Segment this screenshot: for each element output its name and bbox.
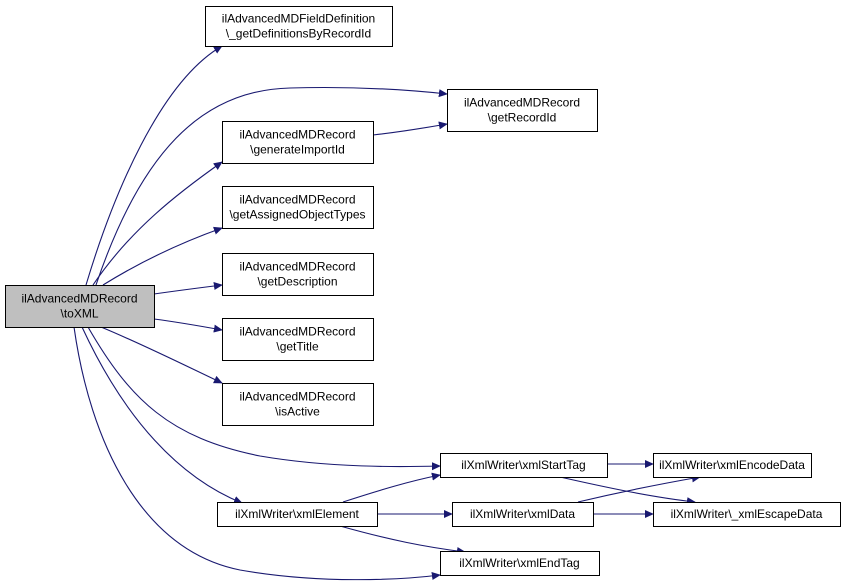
edge-starttag-to-escape [559, 476, 696, 506]
node-label-line: \generateImportId [250, 143, 345, 157]
node-genimport[interactable]: ilAdvancedMDRecord\generateImportId [222, 121, 374, 164]
node-element[interactable]: ilXmlWriter\xmlElement [217, 502, 378, 527]
node-label-line: ilAdvancedMDRecord [239, 128, 355, 142]
node-encode[interactable]: ilXmlWriter\xmlEncodeData [653, 453, 812, 478]
edge-toxml-to-element [81, 326, 243, 504]
edge-toxml-to-endtag [73, 326, 441, 581]
edge-toxml-to-getdefs [85, 45, 223, 286]
node-label-line: ilAdvancedMDRecord [464, 96, 580, 110]
edge-toxml-to-getassigned [102, 226, 223, 286]
node-box [653, 502, 841, 527]
node-escape[interactable]: ilXmlWriter\_xmlEscapeData [653, 502, 841, 527]
node-label-line: ilAdvancedMDRecord [239, 260, 355, 274]
edge-xmldata-to-encode [577, 474, 701, 503]
node-label-line: ilXmlWriter\xmlEndTag [459, 556, 579, 570]
node-label-line: ilXmlWriter\xmlStartTag [461, 458, 585, 472]
node-box [217, 502, 378, 527]
edge-element-to-endtag [339, 525, 466, 556]
edge-toxml-to-gettitle [153, 318, 223, 333]
node-getdesc[interactable]: ilAdvancedMDRecord\getDescription [222, 253, 374, 296]
edge-toxml-to-starttag [87, 326, 441, 471]
node-box [205, 6, 393, 47]
node-label-line: ilAdvancedMDRecord [239, 390, 355, 404]
node-box [447, 89, 598, 132]
node-label-line: ilXmlWriter\xmlEncodeData [659, 458, 805, 472]
node-label-line: \getDescription [257, 275, 337, 289]
node-box [222, 186, 374, 229]
edge-toxml-to-genimport [92, 161, 223, 286]
node-label-line: \getRecordId [488, 111, 557, 125]
node-label-line: ilAdvancedMDRecord [239, 325, 355, 339]
node-label-line: ilXmlWriter\xmlData [470, 507, 575, 521]
node-label-line: \_getDefinitionsByRecordId [226, 27, 371, 41]
node-label-line: \isActive [275, 405, 320, 419]
edge-genimport-to-getrecordid [372, 121, 448, 136]
node-box [222, 253, 374, 296]
node-toxml[interactable]: ilAdvancedMDRecord\toXML [5, 285, 155, 328]
edge-toxml-to-getrecordid [95, 86, 448, 286]
node-getassigned[interactable]: ilAdvancedMDRecord\getAssignedObjectType… [222, 186, 374, 229]
node-box [440, 551, 600, 576]
edge-element-to-starttag [342, 472, 441, 503]
node-label-line: ilAdvancedMDRecord [239, 193, 355, 207]
node-box [222, 383, 374, 426]
edge-toxml-to-getdesc [153, 281, 223, 295]
node-getdefs[interactable]: ilAdvancedMDFieldDefinition\_getDefiniti… [205, 6, 393, 47]
node-box [222, 121, 374, 164]
node-gettitle[interactable]: ilAdvancedMDRecord\getTitle [222, 318, 374, 361]
node-box [452, 502, 594, 527]
nodes: ilAdvancedMDRecord\toXMLilAdvancedMDFiel… [5, 6, 841, 576]
edge-toxml-to-isactive [100, 326, 223, 384]
node-endtag[interactable]: ilXmlWriter\xmlEndTag [440, 551, 600, 576]
node-getrecordid[interactable]: ilAdvancedMDRecord\getRecordId [447, 89, 598, 132]
node-label-line: \getTitle [276, 340, 319, 354]
node-label-line: ilAdvancedMDRecord [21, 292, 137, 306]
node-label-line: \toXML [60, 307, 98, 321]
node-box [5, 285, 155, 328]
node-label-line: ilXmlWriter\_xmlEscapeData [671, 507, 823, 521]
node-label-line: ilXmlWriter\xmlElement [235, 507, 359, 521]
node-label-line: \getAssignedObjectTypes [229, 208, 365, 222]
node-isactive[interactable]: ilAdvancedMDRecord\isActive [222, 383, 374, 426]
node-box [222, 318, 374, 361]
node-xmldata[interactable]: ilXmlWriter\xmlData [452, 502, 594, 527]
edges [73, 45, 701, 581]
node-box [653, 453, 812, 478]
node-box [440, 453, 608, 478]
node-starttag[interactable]: ilXmlWriter\xmlStartTag [440, 453, 608, 478]
node-label-line: ilAdvancedMDFieldDefinition [222, 12, 375, 26]
